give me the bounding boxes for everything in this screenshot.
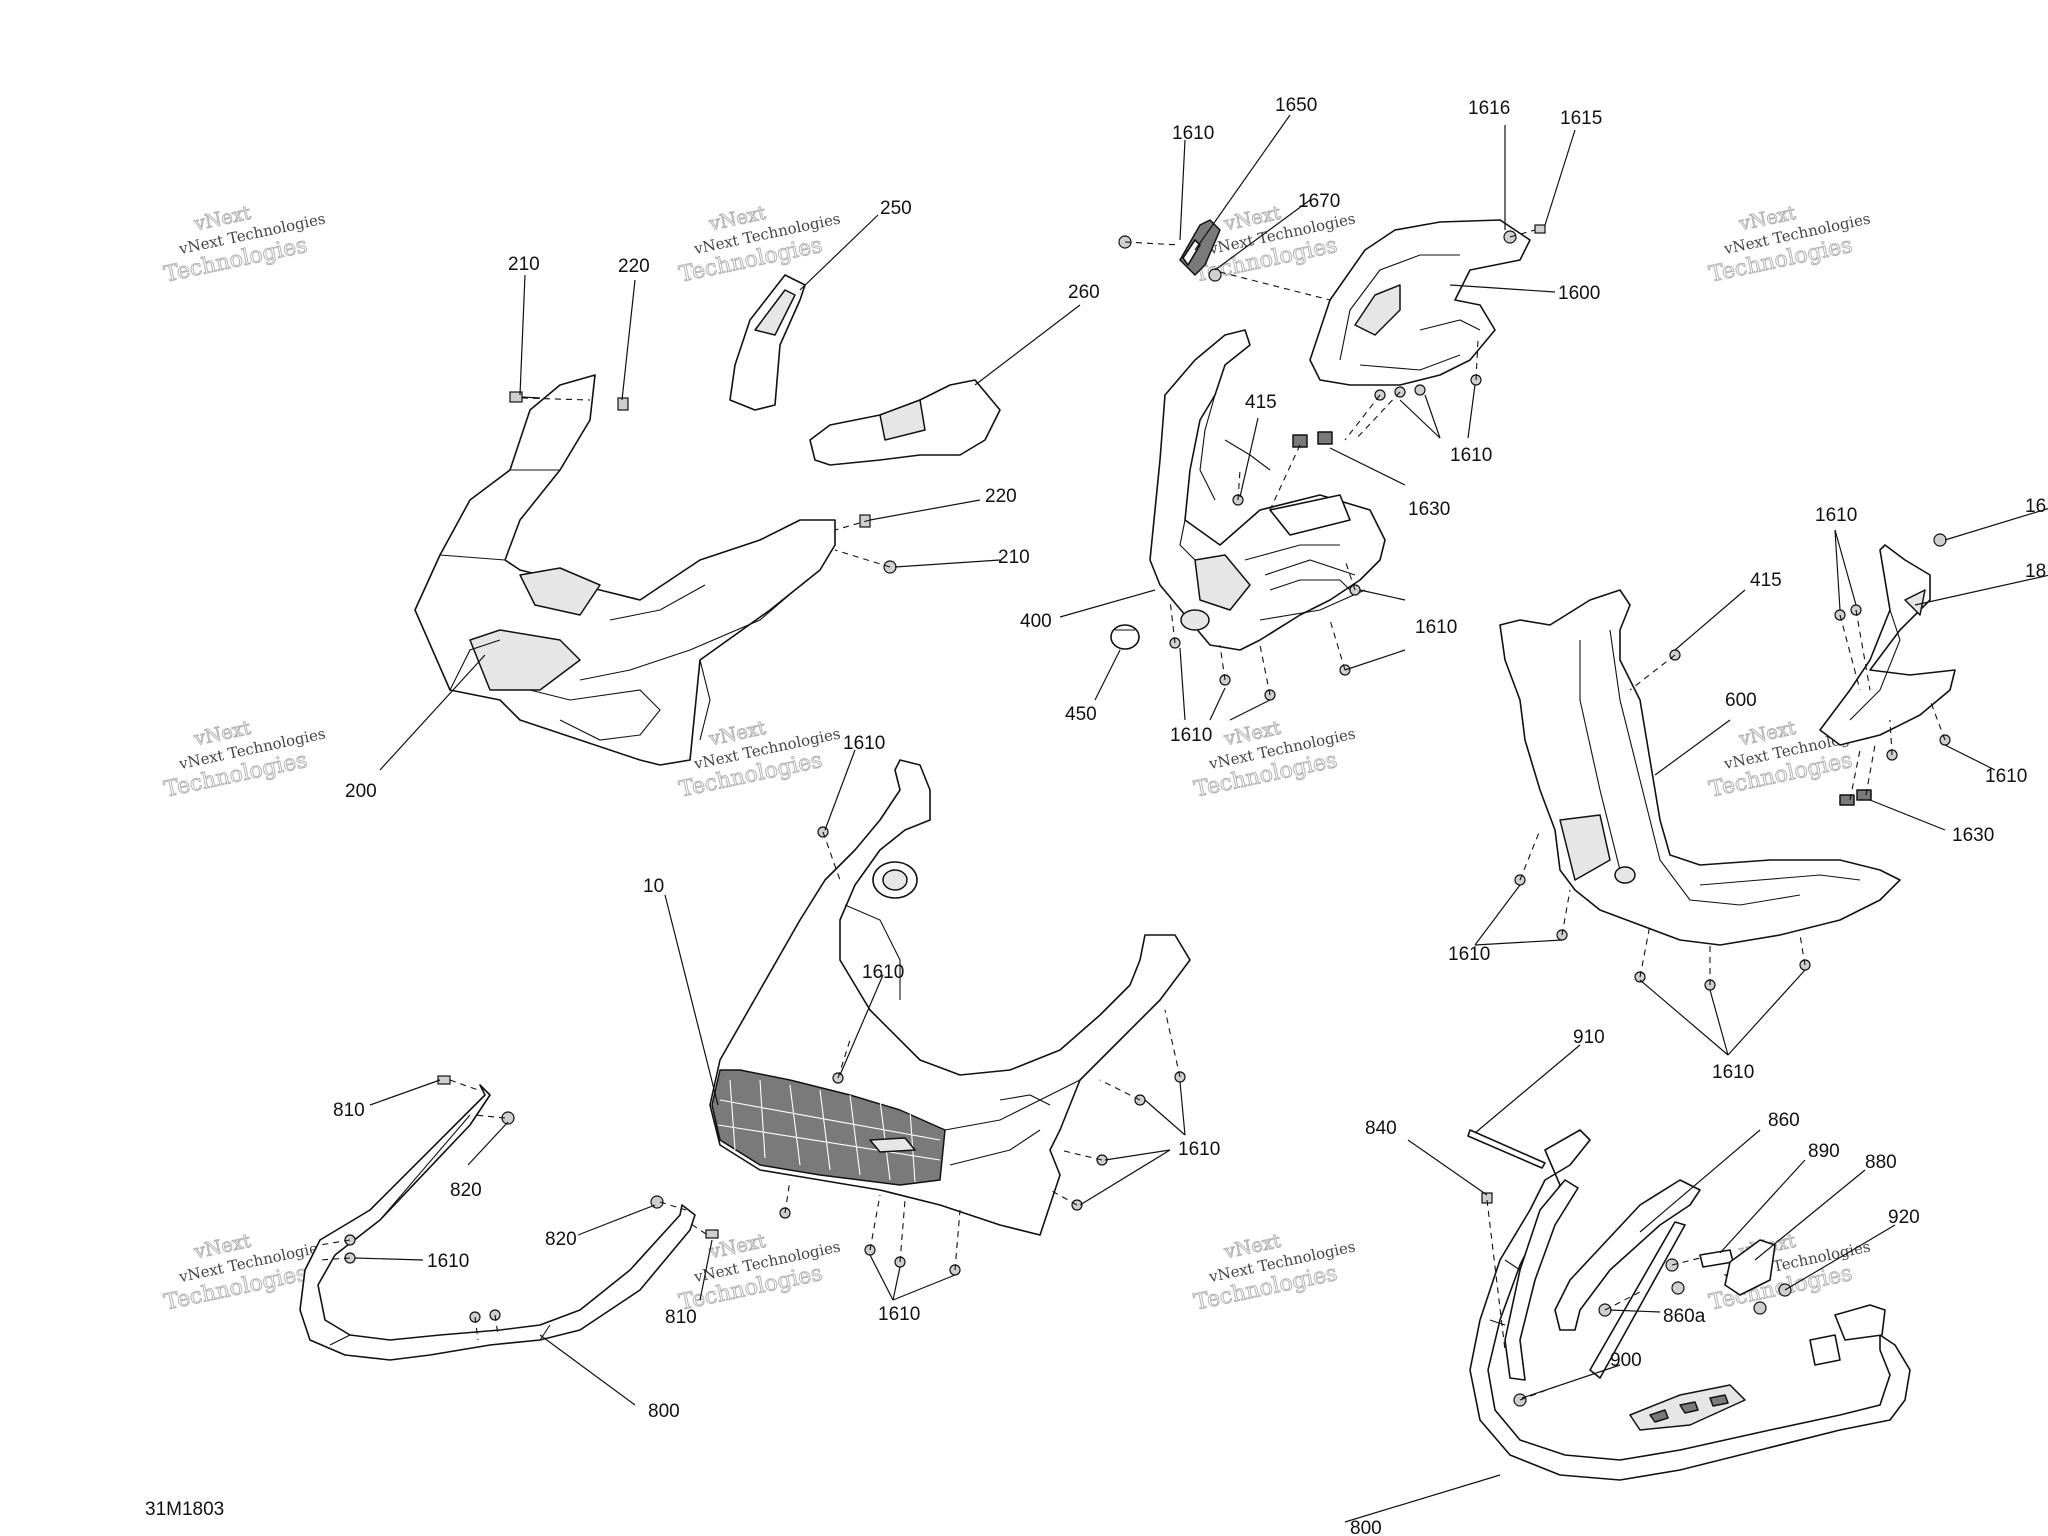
callout-890: 890 (1808, 1141, 1840, 1162)
callout-1600: 1600 (1558, 283, 1600, 304)
part-450-cap (1110, 624, 1140, 650)
nut (1933, 533, 1947, 547)
callout-820: 820 (450, 1180, 482, 1201)
callout-10: 10 (643, 876, 664, 897)
callout-800: 800 (648, 1401, 680, 1422)
nut (1671, 1281, 1685, 1295)
clip (1317, 431, 1333, 445)
part-260-pad (809, 379, 1001, 466)
callout-1610: 1610 (1172, 123, 1214, 144)
callout-210: 210 (998, 547, 1030, 568)
callout-1616: 1616 (1468, 98, 1510, 119)
watermark: vNext vNext Technologies Technologies (676, 201, 842, 288)
callout-1610: 1610 (1178, 1139, 1220, 1160)
clip (1839, 794, 1855, 806)
part-600-lower-panel (1499, 589, 1901, 946)
nut (1753, 1301, 1767, 1315)
callout-1670: 1670 (1298, 191, 1340, 212)
clip (617, 397, 629, 411)
nut (1414, 384, 1426, 396)
callout-810: 810 (665, 1307, 697, 1328)
callout-1610: 1610 (1450, 445, 1492, 466)
diagram-code: 31M1803 (145, 1499, 224, 1520)
callout-220: 220 (618, 256, 650, 277)
callout-920: 920 (1888, 1207, 1920, 1228)
callout-1610: 1610 (843, 733, 885, 754)
callout-600: 600 (1725, 690, 1757, 711)
callout-200: 200 (345, 781, 377, 802)
callout-910: 910 (1573, 1027, 1605, 1048)
part-10-front-grille (709, 759, 1191, 1236)
nut (1208, 268, 1222, 282)
watermark: vNext vNext Technologies Technologies (161, 716, 327, 803)
callout-860a: 860a (1663, 1306, 1706, 1327)
part-800-bumper-right (1469, 1129, 1911, 1481)
callout-840: 840 (1365, 1118, 1397, 1139)
callout-860: 860 (1768, 1110, 1800, 1131)
clip (1856, 789, 1872, 801)
watermark: vNext vNext Technologies Technologies (1706, 1229, 1872, 1316)
callout-1610: 1610 (878, 1304, 920, 1325)
bolt-910 (1467, 1129, 1546, 1169)
callout-1610: 1610 (1448, 944, 1490, 965)
callout-400: 400 (1020, 611, 1052, 632)
callout-1630: 1630 (1408, 499, 1450, 520)
callout-210: 210 (508, 254, 540, 275)
callout-1610: 1610 (1415, 617, 1457, 638)
callout-250: 250 (880, 198, 912, 219)
callout-1610: 1610 (1985, 766, 2027, 787)
bolt (705, 1229, 719, 1239)
callout-800: 800 (1350, 1518, 1382, 1536)
watermark: vNext vNext Technologies Technologies (676, 1229, 842, 1316)
bolt (509, 391, 541, 403)
bracket-860 (1589, 1221, 1686, 1379)
watermark: vNext vNext Technologies Technologies (1706, 201, 1872, 288)
callout-1610: 1610 (1712, 1062, 1754, 1083)
part-250-pad (729, 274, 806, 411)
watermark: vNext vNext Technologies Technologies (1191, 716, 1357, 803)
callout-880: 880 (1865, 1152, 1897, 1173)
assembly-dashes (319, 229, 1946, 1401)
callout-260: 260 (1068, 282, 1100, 303)
callout-1610: 1610 (1170, 725, 1212, 746)
callout-1610: 1610 (862, 962, 904, 983)
spacer-890 (1699, 1249, 1734, 1268)
callout-450: 450 (1065, 704, 1097, 725)
callout-820: 820 (545, 1229, 577, 1250)
callout-1615: 1615 (1560, 108, 1602, 129)
callout-415: 415 (1750, 570, 1782, 591)
callout-16: 16 (2025, 496, 2046, 517)
callout-1650: 1650 (1275, 95, 1317, 116)
callout-810: 810 (333, 1100, 365, 1121)
callout-220: 220 (985, 486, 1017, 507)
callout-1610: 1610 (427, 1251, 469, 1272)
leader-lines (354, 114, 2048, 1523)
part-1650-bracket (1179, 219, 1221, 276)
part-200-front-fairing (414, 374, 836, 766)
callout-415: 415 (1245, 392, 1277, 413)
callout-900: 900 (1610, 1350, 1642, 1371)
callout-labels: 1650 1610 1670 1616 1615 1600 250 210 22… (145, 95, 2046, 1536)
callout-1610: 1610 (1815, 505, 1857, 526)
callout-18: 18 (2025, 561, 2046, 582)
part-1600-upper-panel (1309, 219, 1531, 386)
part-1800-upper-right (1819, 544, 1956, 746)
watermark: vNext vNext Technologies Technologies (161, 201, 327, 288)
part-800-bumper-left (299, 1084, 696, 1361)
part-400-side-panel (1149, 329, 1386, 651)
callout-1630: 1630 (1952, 825, 1994, 846)
bolt (1534, 224, 1546, 234)
clip (1292, 434, 1308, 448)
watermark: vNext vNext Technologies Technologies (1191, 1229, 1357, 1316)
